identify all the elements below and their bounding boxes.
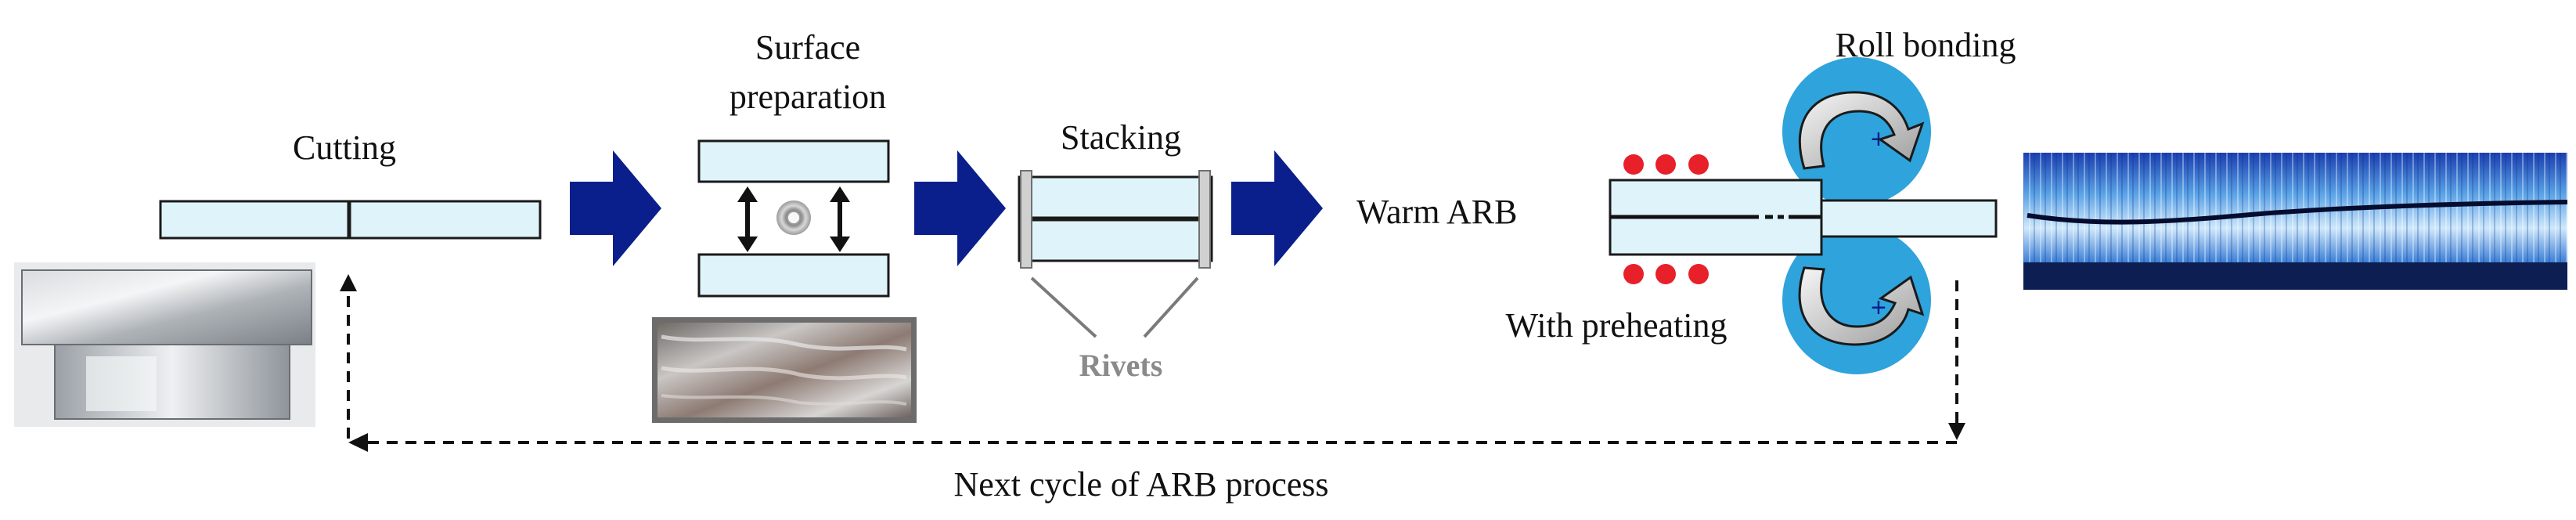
stack-strip-bottom (1018, 218, 1213, 262)
photo-cut-sheets (14, 262, 315, 427)
heat-dot (1623, 264, 1644, 284)
heat-dot (1655, 154, 1676, 175)
surface-strip-bottom (697, 253, 890, 298)
rotation-arrow-icon-bottom (1798, 266, 1925, 346)
rivet-pointer-left (1030, 276, 1097, 338)
roller-center-plus: + (1871, 293, 1886, 323)
flow-down-arrowhead (1948, 423, 1965, 440)
rivet-pointer-right (1143, 276, 1199, 338)
heat-dot (1623, 154, 1644, 175)
heat-dot (1688, 264, 1709, 284)
wire-brush-icon (776, 200, 811, 235)
roller-bottom (1782, 226, 1931, 374)
double-arrow-icon-right (830, 186, 850, 252)
double-arrow-icon-left (737, 186, 758, 252)
heat-dot (1655, 264, 1676, 284)
label-with-preheating: With preheating (1506, 306, 1728, 345)
cut-strip-right (348, 200, 542, 240)
label-warm-arb: Warm ARB (1356, 193, 1517, 231)
flow-up-arrowhead (340, 274, 357, 291)
photo-bonded-micrograph (2023, 153, 2568, 290)
flow-return-arrowhead (348, 433, 368, 452)
cut-strip-left (159, 200, 350, 240)
label-rivets: Rivets (1079, 348, 1163, 383)
roller-top (1782, 57, 1931, 206)
surface-strip-top (697, 139, 890, 183)
stack-strip-top (1018, 175, 1213, 219)
label-next-cycle: Next cycle of ARB process (954, 465, 1329, 504)
heat-dot (1688, 154, 1709, 175)
rolled-sheet-outgoing (1820, 199, 1998, 238)
label-stacking: Stacking (1061, 118, 1181, 157)
process-arrow-2 (914, 150, 1006, 266)
label-preparation: preparation (730, 78, 886, 116)
rivet-right (1198, 170, 1211, 269)
label-cutting: Cutting (293, 128, 396, 167)
process-arrow-3 (1231, 150, 1323, 266)
label-surface: Surface (755, 28, 860, 67)
photo-brushed-surface (652, 317, 917, 423)
rivet-left (1020, 170, 1032, 269)
rotation-arrow-icon-top (1798, 91, 1925, 170)
process-arrow-1 (570, 150, 661, 266)
